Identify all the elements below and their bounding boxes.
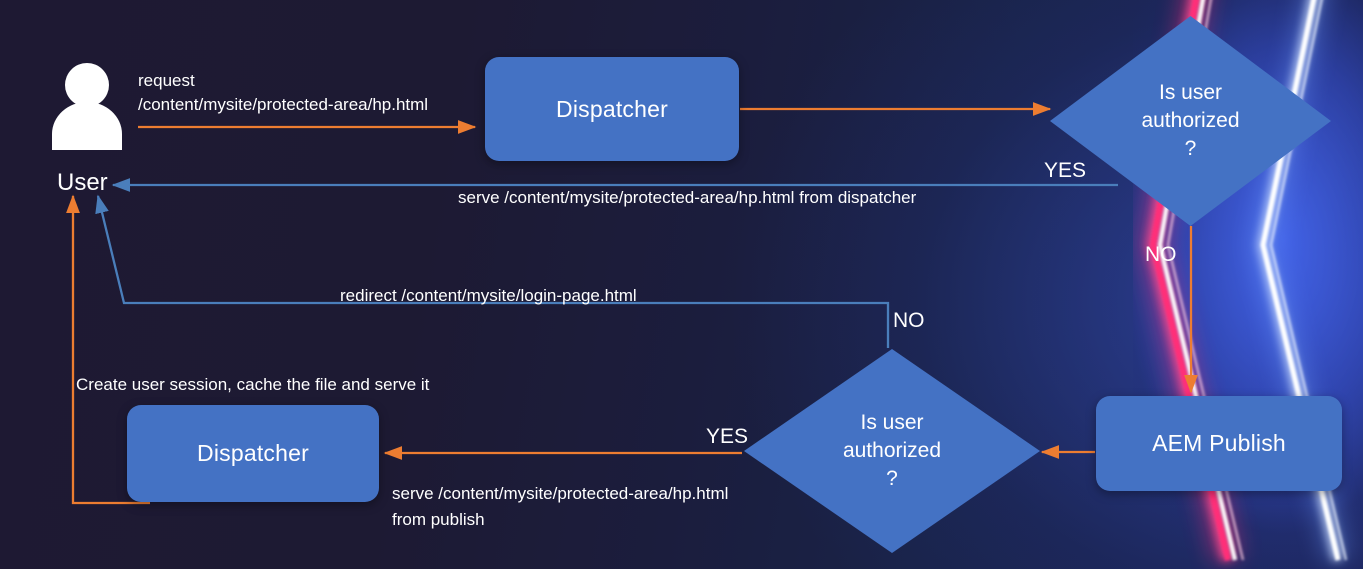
decision-top-line3: ? [1184,136,1197,160]
edge-label-create-session: Create user session, cache the file and … [76,375,430,394]
branch-label-yes-bottom: YES [706,425,749,448]
branch-label-yes-top: YES [1044,159,1087,182]
person-icon [50,62,124,152]
edge-label-request-line2: /content/mysite/protected-area/hp.html [138,95,429,114]
node-dispatcher-bottom[interactable]: Dispatcher [127,405,379,502]
decision-bottom-line2: authorized [842,439,942,463]
edge-dispatcher-to-user-line [66,194,150,505]
edge-label-serve-from-publish-line1: serve /content/mysite/protected-area/hp.… [392,484,729,503]
edge-label-redirect-login: redirect /content/mysite/login-page.html [340,286,637,305]
node-decision-top[interactable]: Is user authorized ? [1050,16,1331,226]
node-dispatcher-top-label: Dispatcher [556,95,668,122]
decision-bottom-line1: Is user [860,411,924,435]
node-aem-publish[interactable]: AEM Publish [1096,396,1342,491]
branch-label-no-top: NO [1145,243,1177,266]
node-dispatcher-bottom-label: Dispatcher [197,440,309,466]
decision-bottom-text: Is user authorized ? [744,349,1040,553]
decision-top-text: Is user authorized ? [1050,16,1331,226]
branch-label-no-bottom: NO [893,309,925,332]
node-dispatcher-top[interactable]: Dispatcher [485,57,739,161]
edge-label-serve-from-dispatcher: serve /content/mysite/protected-area/hp.… [458,188,917,207]
node-aem-publish-label: AEM Publish [1152,430,1286,456]
decision-top-line1: Is user [1158,81,1223,105]
node-decision-bottom[interactable]: Is user authorized ? [744,349,1040,553]
edge-no-bottom-line [95,194,890,348]
edge-label-serve-from-publish-line2: from publish [392,510,485,529]
user-label: User [57,169,108,196]
decision-top-line2: authorized [1141,109,1240,133]
decision-bottom-line3: ? [886,466,898,490]
edge-label-request-line1: request [138,71,195,90]
